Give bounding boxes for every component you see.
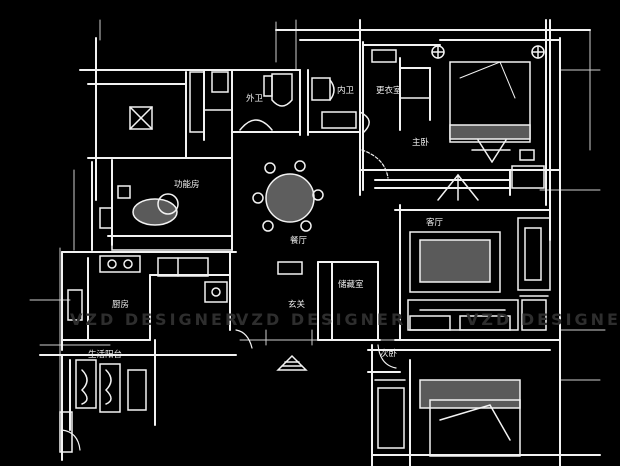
living-furniture bbox=[407, 173, 551, 331]
utility-box bbox=[129, 106, 153, 130]
door-arcs bbox=[61, 329, 397, 451]
watermark-left: VZD DESIGNER bbox=[70, 310, 241, 329]
kitchen-fixtures bbox=[67, 255, 228, 321]
label-inner-bath: 内卫 bbox=[337, 86, 355, 96]
label-master-bedroom: 主卧 bbox=[412, 138, 430, 148]
label-kitchen: 厨房 bbox=[112, 300, 130, 310]
balcony-fixtures bbox=[59, 359, 147, 453]
label-dining-room: 餐厅 bbox=[290, 236, 308, 246]
label-living-room: 客厅 bbox=[426, 218, 444, 228]
label-second-bedroom: 次卧 bbox=[380, 349, 398, 359]
closet-rail bbox=[371, 49, 431, 99]
outer-bath-fixtures bbox=[189, 71, 293, 133]
master-bed bbox=[449, 61, 545, 189]
ceiling-fixtures bbox=[431, 45, 545, 59]
label-utility-balcony: 生活阳台 bbox=[88, 350, 123, 360]
label-outer-bath: 外卫 bbox=[246, 94, 264, 104]
function-room-furniture bbox=[99, 185, 233, 251]
label-entrance: 玄关 bbox=[288, 300, 306, 310]
walls bbox=[39, 19, 601, 466]
sketch-lines bbox=[29, 19, 606, 451]
label-closet: 更衣室 bbox=[376, 86, 402, 96]
watermark-center: VZD DESIGNER bbox=[236, 310, 407, 329]
label-storage-room: 储藏室 bbox=[338, 280, 364, 290]
dining-table bbox=[252, 160, 324, 232]
inner-bath-fixtures bbox=[311, 77, 370, 133]
second-bed bbox=[374, 379, 521, 457]
watermark-right: VZD DESIGNER bbox=[466, 310, 620, 329]
entrance-marker bbox=[276, 261, 308, 371]
label-function-room: 功能房 bbox=[174, 180, 200, 190]
